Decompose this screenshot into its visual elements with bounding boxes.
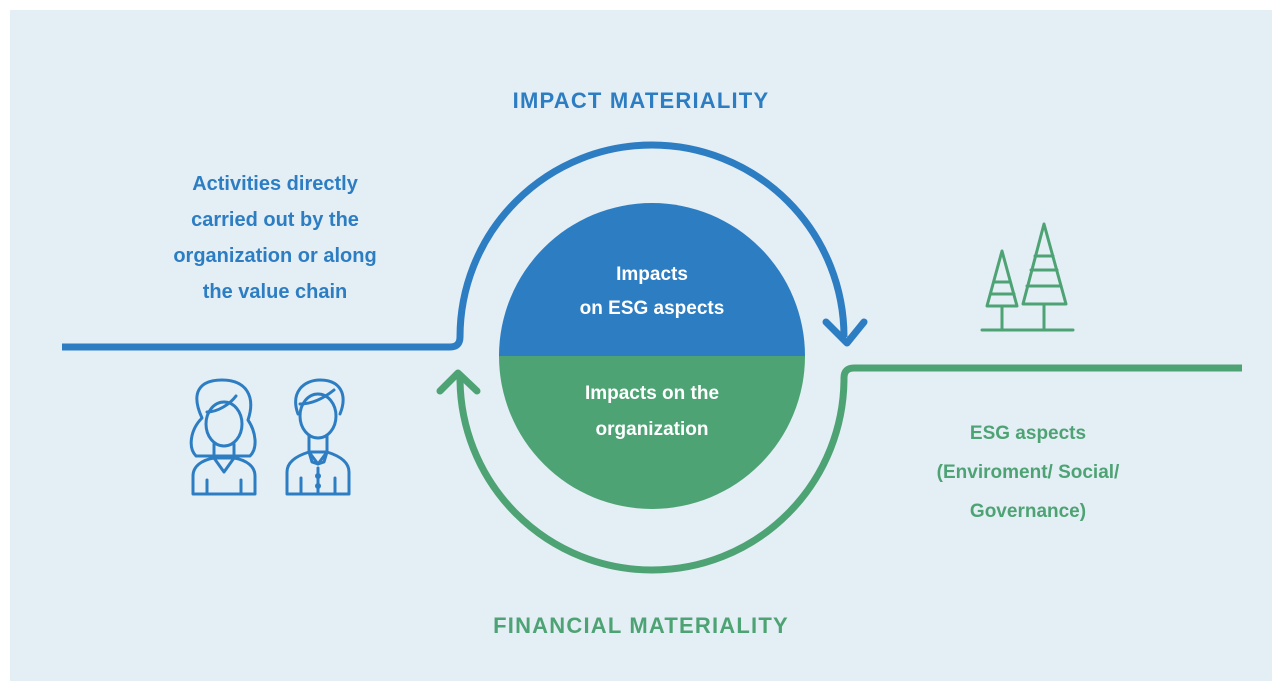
right-flow-line: [840, 364, 1242, 379]
arrow-return-head: [436, 369, 481, 395]
arrow-return-icon: [456, 377, 848, 574]
esg-line-2: (Enviroment/ Social/: [936, 462, 1120, 483]
circle-bottom-line-1: Impacts on the: [584, 383, 720, 404]
circle-bottom-half: [499, 356, 805, 509]
circle-bottom-text: Impacts on the organization: [552, 376, 752, 448]
esg-line-3: Governance): [969, 501, 1087, 522]
circle-top-half: [499, 203, 805, 356]
trees-icon: [980, 222, 1075, 332]
esg-line-1: ESG aspects: [969, 423, 1087, 444]
left-flow-line: [62, 336, 464, 351]
people-icon: [189, 378, 351, 496]
activities-line-3: organization or along: [173, 245, 377, 267]
impact-materiality-title: IMPACT MATERIALITY: [512, 88, 770, 113]
circle-bottom-line-2: organization: [595, 419, 709, 440]
arrow-clockwise-icon: [456, 141, 848, 338]
arrow-clockwise-head: [822, 318, 868, 347]
circle-top-line-2: on ESG aspects: [579, 298, 725, 319]
financial-materiality-title: FINANCIAL MATERIALITY: [493, 613, 789, 638]
circle-top-line-1: Impacts: [616, 264, 688, 285]
esg-aspects-text: ESG aspects (Enviroment/ Social/ Governa…: [900, 414, 1156, 531]
activities-text: Activities directly carried out by the o…: [130, 166, 420, 310]
activities-line-1: Activities directly: [192, 173, 358, 195]
activities-line-4: the value chain: [202, 281, 348, 303]
activities-line-2: carried out by the: [191, 209, 359, 231]
circle-top-text: Impacts on ESG aspects: [552, 258, 752, 326]
